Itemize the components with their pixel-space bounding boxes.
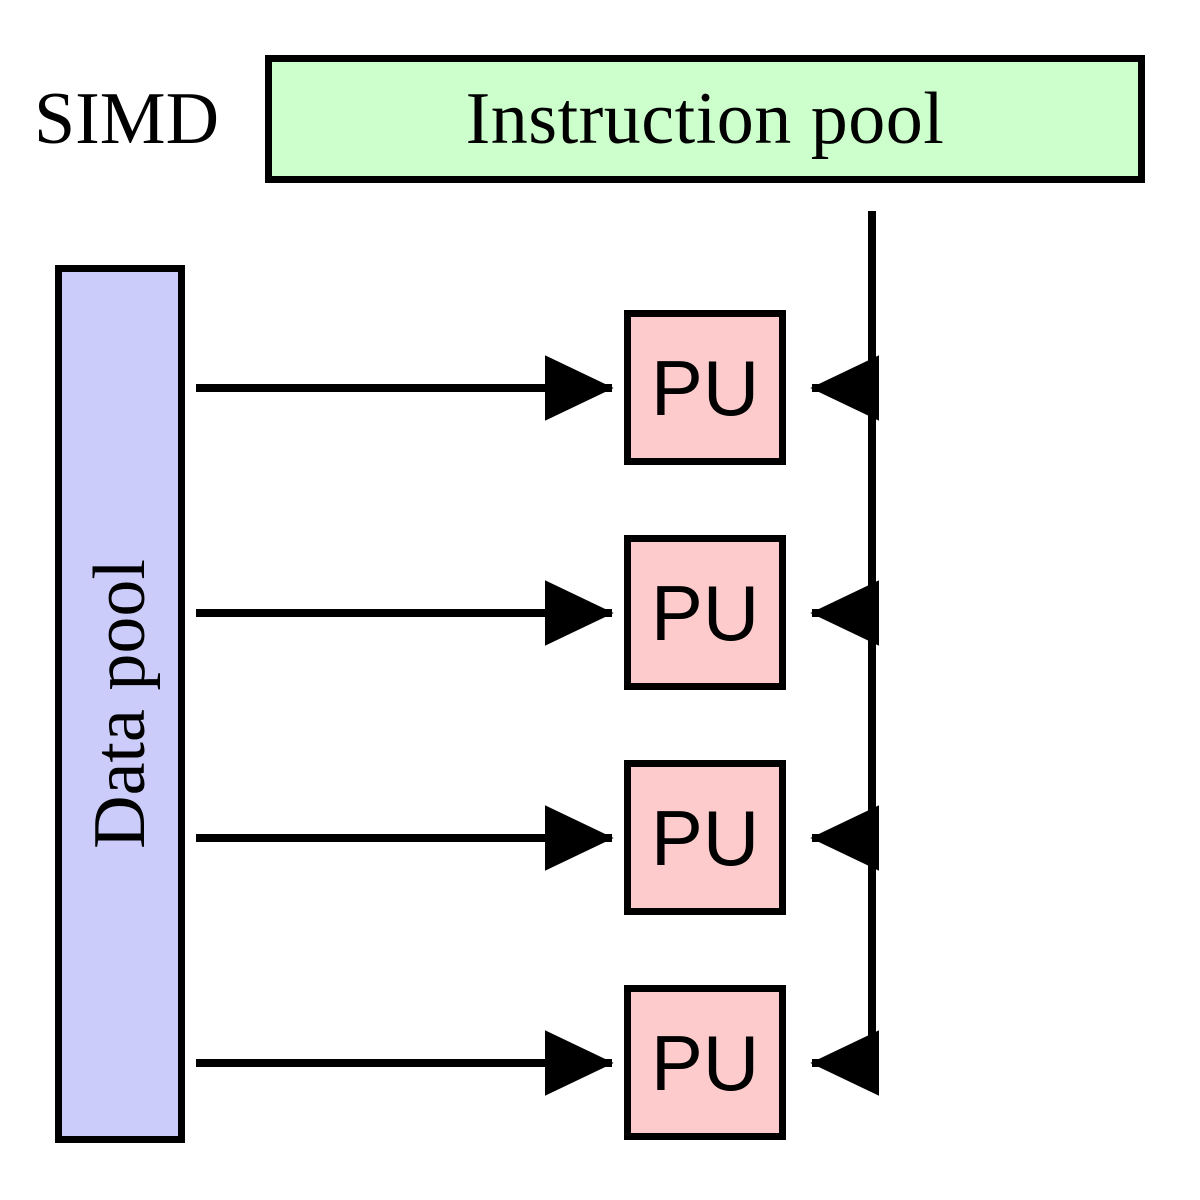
- processing-unit-1: PU: [624, 310, 786, 465]
- data-arrows-group: [196, 355, 614, 1096]
- instruction-pool-label: Instruction pool: [465, 78, 945, 160]
- processing-unit-label: PU: [650, 793, 760, 882]
- page-title: SIMD: [34, 78, 220, 160]
- processing-unit-3: PU: [624, 760, 786, 915]
- processing-unit-label: PU: [650, 568, 760, 657]
- instruction-arrows-group: [810, 355, 880, 1096]
- processing-unit-label: PU: [650, 343, 760, 432]
- processing-unit-2: PU: [624, 535, 786, 690]
- data-pool-label: Data pool: [79, 559, 161, 849]
- data-pool-box: Data pool: [55, 265, 185, 1143]
- processing-unit-label: PU: [650, 1018, 760, 1107]
- instruction-pool-box: Instruction pool: [265, 55, 1145, 183]
- processing-unit-4: PU: [624, 985, 786, 1140]
